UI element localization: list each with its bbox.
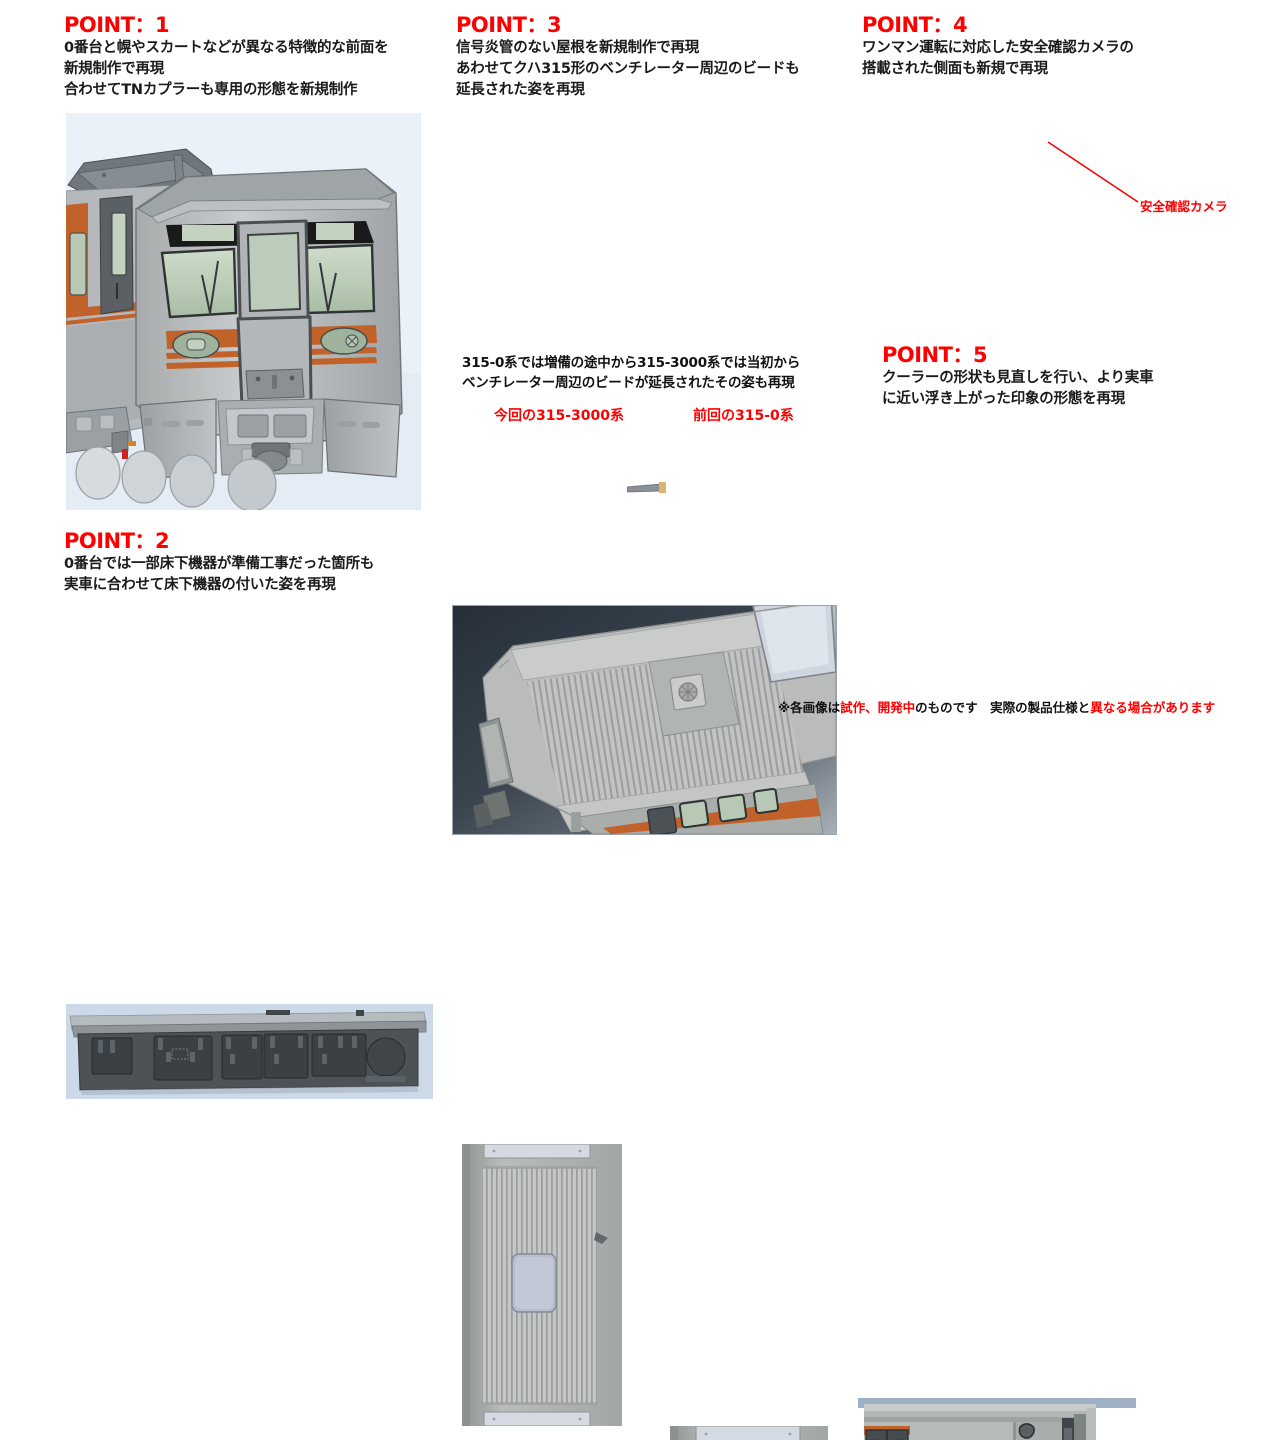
- disclaimer-text: ※各画像は試作、開発中のものです 実際の製品仕様と異なる場合があります: [778, 697, 1215, 716]
- camera-callout-label: 安全確認カメラ: [1140, 199, 1228, 214]
- roof-oblique-cad-render: [453, 606, 836, 834]
- point-2-body: 0番台では一部床下機器が準備工事だった箇所も 実車に合わせて床下機器の付いた姿を…: [64, 556, 375, 594]
- camera-callout-arrow: [1046, 140, 1142, 206]
- train-front-cad-render: [66, 113, 421, 510]
- point-5-body: クーラーの形状も見直しを行い、より実車 に近い浮き上がった印象の形態を再現: [882, 370, 1154, 408]
- side-view-camera-cad-render: [858, 1398, 1136, 1440]
- roof-panel-new-315-3000: [456, 1144, 628, 1426]
- point-3-image: [452, 605, 837, 835]
- comparison-right-label: 前回の315-0系: [693, 408, 794, 424]
- point-4-heading: POINT：4: [862, 13, 968, 37]
- disclaimer-part-3: のものです 実際の製品仕様と: [915, 700, 1091, 715]
- point-1-heading: POINT：1: [64, 13, 170, 37]
- disclaimer-part-4: 異なる場合があります: [1090, 700, 1216, 715]
- point-3-heading: POINT：3: [456, 13, 562, 37]
- comparison-image-old: [664, 1426, 836, 1440]
- point-4-body: ワンマン運転に対応した安全確認カメラの 搭載された側面も新規で再現: [862, 40, 1134, 78]
- underfloor-equipment-cad-render: [66, 1004, 433, 1099]
- point-5-heading: POINT：5: [882, 343, 988, 367]
- point-3-body: 信号炎管のない屋根を新規制作で再現 あわせてクハ315形のベンチレーター周辺のビ…: [456, 40, 800, 99]
- point-2-image: [66, 1004, 433, 1099]
- disclaimer-part-2: 試作、開発中: [840, 700, 916, 715]
- comparison-image-new: [456, 1144, 628, 1426]
- point-1-body: 0番台と幌やスカートなどが異なる特徴的な前面を 新規制作で再現 合わせてTNカプ…: [64, 40, 389, 99]
- point-1-image: [66, 113, 421, 510]
- point-2-heading: POINT：2: [64, 529, 170, 553]
- roof-panel-old-315-0: [664, 1426, 836, 1440]
- point-4-image: [858, 1398, 1136, 1440]
- comparison-connector: [627, 480, 667, 496]
- comparison-caption: 315-0系では増備の途中から315-3000系では当初から ベンチレーター周辺…: [462, 355, 801, 392]
- disclaimer-part-1: ※各画像は: [778, 700, 841, 715]
- comparison-left-label: 今回の315-3000系: [494, 408, 624, 424]
